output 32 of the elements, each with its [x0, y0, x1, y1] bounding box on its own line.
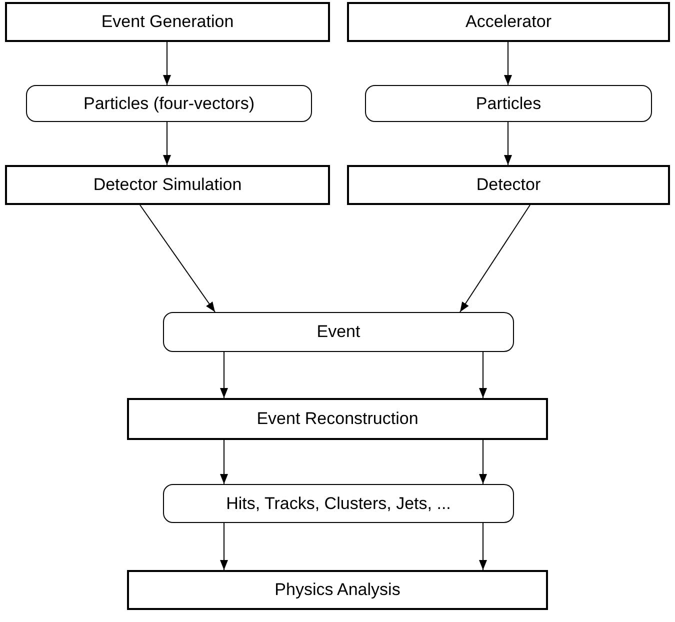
arrow — [479, 522, 487, 570]
arrow — [140, 204, 216, 312]
node-label: Particles — [474, 94, 542, 114]
node-label: Detector Simulation — [92, 175, 243, 195]
process-box — [347, 165, 670, 205]
rounded-box — [365, 85, 652, 122]
arrow — [220, 522, 228, 570]
node-label: Event Reconstruction — [256, 409, 420, 429]
node-label: Hits, Tracks, Clusters, Jets, ... — [225, 494, 452, 514]
rounded-box — [163, 312, 514, 352]
process-box — [127, 570, 548, 610]
arrow — [220, 440, 228, 484]
node-label: Particles (four-vectors) — [82, 94, 256, 114]
arrow — [460, 204, 530, 312]
process-box — [347, 2, 670, 42]
process-box — [5, 165, 330, 205]
node-label: Physics Analysis — [274, 580, 402, 600]
arrow — [479, 440, 487, 484]
arrow — [504, 42, 512, 86]
node-label: Accelerator — [464, 12, 552, 32]
node-label: Event — [316, 322, 362, 342]
arrow — [479, 352, 487, 398]
arrow — [163, 42, 171, 86]
process-box — [5, 2, 330, 42]
arrow — [220, 352, 228, 398]
node-label: Detector — [475, 175, 542, 195]
node-label: Event Generation — [100, 12, 235, 32]
rounded-box — [163, 484, 514, 523]
process-box — [127, 398, 548, 440]
arrow — [504, 122, 512, 166]
rounded-box — [26, 85, 312, 122]
arrow — [163, 122, 171, 166]
